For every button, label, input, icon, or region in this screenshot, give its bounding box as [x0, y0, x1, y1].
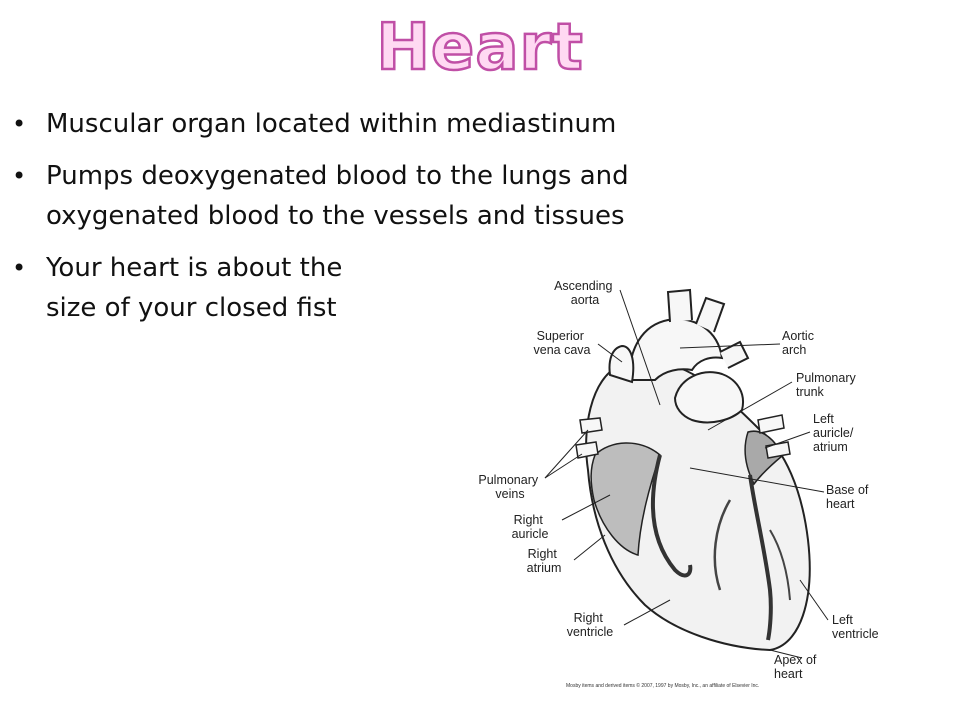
- heart-illustration: Ascending aorta Superior vena cava Aorti…: [478, 279, 879, 689]
- bullet-text: Muscular organ located within mediastinu…: [46, 109, 617, 139]
- bullet-text: Pumps deoxygenated blood to the lungs an…: [46, 161, 629, 231]
- label-left-ventricle: Left ventricle: [832, 613, 879, 641]
- label-apex-of-heart: Apex of heart: [774, 653, 820, 681]
- bullet-icon: •: [12, 162, 27, 190]
- bullet-item: • Your heart is about the size of your c…: [12, 248, 376, 328]
- label-right-auricle: Right auricle: [512, 513, 549, 541]
- right-auricle-shape: [590, 442, 661, 556]
- label-aortic-arch: Aortic arch: [782, 329, 817, 357]
- pulmonary-trunk-shape: [673, 371, 744, 424]
- bullet-icon: •: [12, 254, 27, 282]
- bullet-list: • Muscular organ located within mediasti…: [12, 104, 732, 340]
- label-pulmonary-veins: Pulmonary veins: [478, 473, 541, 501]
- slide-title: Heart: [375, 10, 584, 87]
- label-superior-vena-cava: Superior vena cava: [534, 329, 591, 357]
- bullet-item: • Muscular organ located within mediasti…: [12, 104, 732, 144]
- label-left-auricle: Left auricle/ atrium: [813, 412, 857, 454]
- coronary-vessel: [748, 474, 773, 641]
- superior-vena-cava-shape: [608, 344, 635, 384]
- label-base-of-heart: Base of heart: [826, 483, 872, 511]
- bullet-icon: •: [12, 110, 27, 138]
- figure-credit: Mosby items and derived items © 2007, 19…: [566, 682, 759, 689]
- label-right-atrium: Right atrium: [527, 547, 562, 575]
- coronary-vessel: [650, 454, 693, 578]
- heart-diagram: Ascending aorta Superior vena cava Aorti…: [470, 270, 890, 690]
- bullet-text: Your heart is about the size of your clo…: [46, 253, 343, 323]
- label-right-ventricle: Right ventricle: [567, 611, 614, 639]
- bullet-item: • Pumps deoxygenated blood to the lungs …: [12, 156, 732, 236]
- label-pulmonary-trunk: Pulmonary trunk: [796, 371, 859, 399]
- label-ascending-aorta: Ascending aorta: [554, 279, 616, 307]
